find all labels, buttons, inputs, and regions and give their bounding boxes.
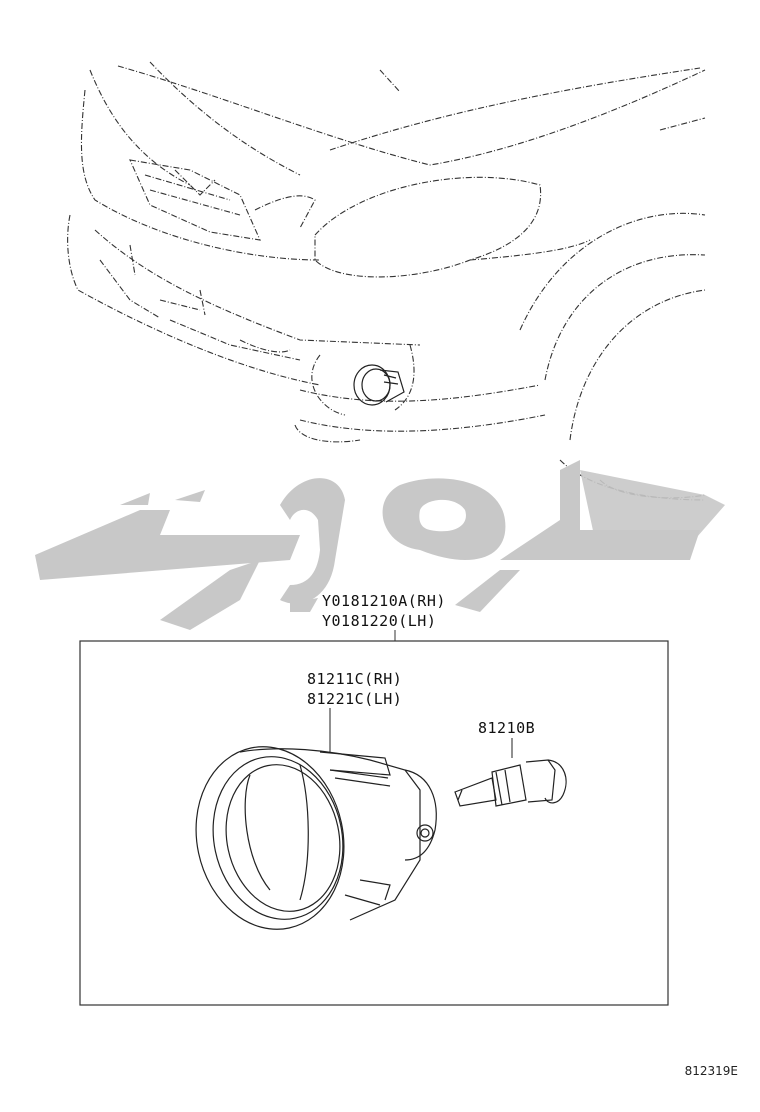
assembly-part-number-lh: Y0181220(LH) [322, 612, 437, 630]
housing-part-number-rh: 81211C(RH) [307, 670, 403, 688]
assembly-part-number-rh: Y0181210A(RH) [322, 592, 446, 610]
detail-frame [79, 640, 669, 1006]
car-front-illustration [67, 61, 706, 501]
drawing-code: 812319E [684, 1064, 738, 1078]
bulb-drawing [454, 738, 567, 807]
fog-lamp-on-car [353, 364, 405, 406]
housing-part-number-lh: 81221C(LH) [307, 690, 403, 708]
watermark-logo [35, 460, 725, 630]
fog-lamp-housing-drawing [195, 708, 437, 930]
bulb-part-number: 81210B [478, 719, 536, 737]
